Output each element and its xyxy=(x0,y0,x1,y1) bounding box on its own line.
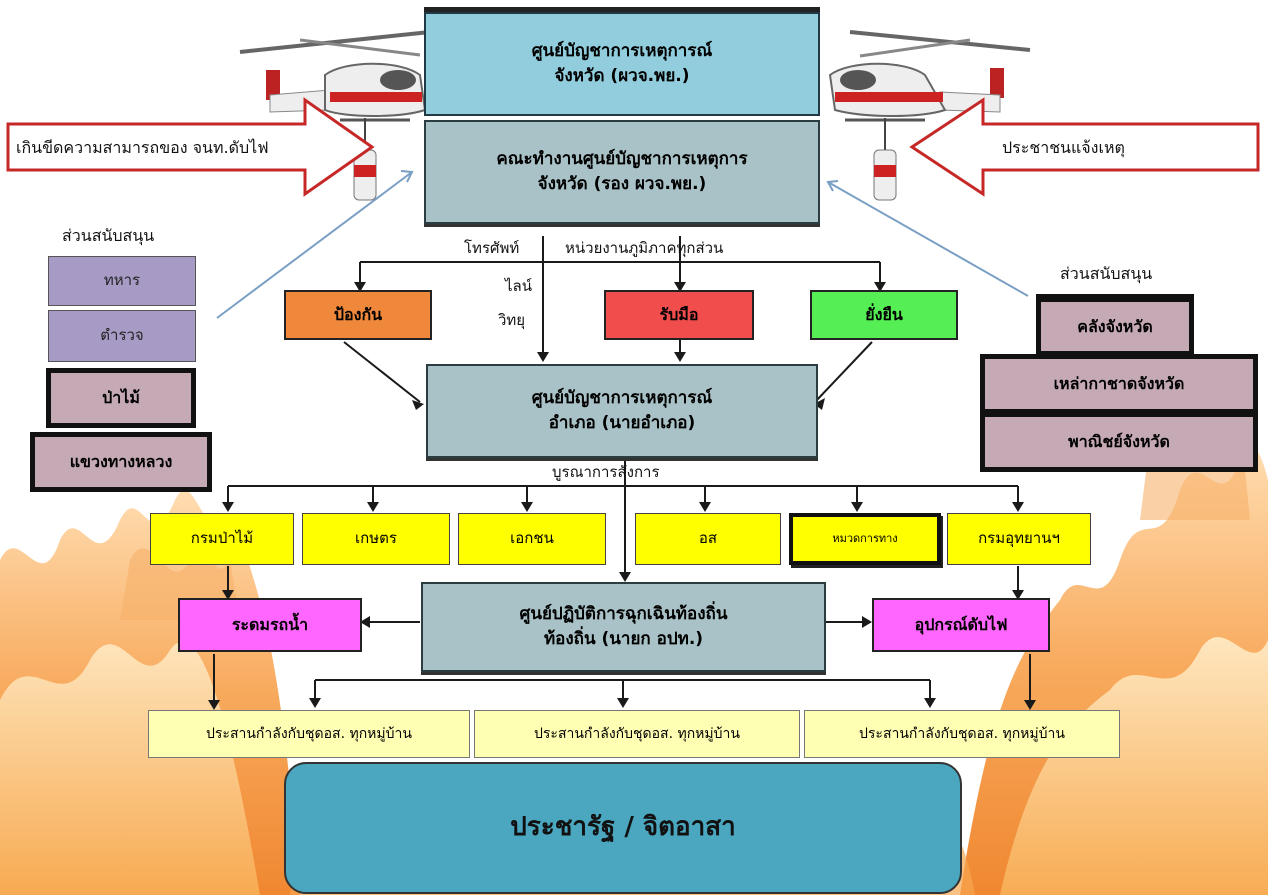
support-left-title: ส่วนสนับสนุน xyxy=(62,226,155,245)
connector-lines xyxy=(213,236,1031,706)
agency-volunteer-defense: อส xyxy=(635,513,781,565)
left-arrow-label: เกินขีดความสามารถของ จนท.ดับไฟ xyxy=(16,138,269,157)
support-military: ทหาร xyxy=(48,256,196,306)
channel-phone: โทรศัพท์ xyxy=(464,239,520,257)
channel-radio: วิทยุ xyxy=(498,311,526,329)
water-truck-box: ระดมรถน้ำ xyxy=(178,598,362,652)
agency-national-parks: กรมอุทยานฯ xyxy=(947,513,1091,565)
integration-label: บูรณาการสั่งการ xyxy=(552,463,660,481)
provincial-command-box: ศูนย์บัญชาการเหตุการณ์ จังหวัด (ผวจ.พย.) xyxy=(424,12,820,116)
regional-label: หน่วยงานภูมิภาคทุกส่วน xyxy=(565,239,724,257)
phase-respond: รับมือ xyxy=(604,290,754,340)
support-police: ตำรวจ xyxy=(48,310,196,362)
right-input-arrow xyxy=(909,97,1260,197)
support-highway: แขวงทางหลวง xyxy=(30,432,212,492)
working-group-box: คณะทำงานศูนย์บัญชาการเหตุการ จังหวัด (รอ… xyxy=(424,120,820,224)
phase-prevent: ป้องกัน xyxy=(284,290,432,340)
support-red-cross: เหล่ากาชาดจังหวัด xyxy=(980,354,1258,414)
agency-forestry: กรมป่าไม้ xyxy=(150,513,294,565)
helicopter-right xyxy=(828,30,1031,201)
district-command-box: ศูนย์บัญชาการเหตุการณ์ อำเภอ (นายอำเภอ) xyxy=(426,364,818,458)
local-emergency-center-box: ศูนย์ปฏิบัติการฉุกเฉินท้องถิ่น ท้องถิ่น … xyxy=(421,582,826,672)
coordination-box-3: ประสานกำลังกับชุดอส. ทุกหมู่บ้าน xyxy=(804,710,1120,758)
coordination-box-1: ประสานกำลังกับชุดอส. ทุกหมู่บ้าน xyxy=(148,710,470,758)
support-forestry: ป่าไม้ xyxy=(46,368,196,428)
support-right-title: ส่วนสนับสนุน xyxy=(1060,264,1153,283)
fire-equipment-box: อุปกรณ์ดับไฟ xyxy=(872,598,1050,652)
civil-state-volunteer-box: ประชารัฐ / จิตอาสา xyxy=(284,762,962,894)
phase-sustain: ยั่งยืน xyxy=(810,290,958,340)
support-provincial-treasury: คลังจังหวัด xyxy=(1036,294,1194,356)
agency-highway-unit: หมวดการทาง xyxy=(789,513,941,565)
left-input-arrow xyxy=(6,97,375,197)
support-commerce: พาณิชย์จังหวัด xyxy=(980,412,1258,472)
coordination-box-2: ประสานกำลังกับชุดอส. ทุกหมู่บ้าน xyxy=(474,710,800,758)
agency-agriculture: เกษตร xyxy=(302,513,450,565)
right-arrow-label: ประชาชนแจ้งเหตุ xyxy=(1002,138,1125,157)
helicopter-left xyxy=(239,30,431,201)
arrowheads xyxy=(208,282,1036,710)
channel-line: ไลน์ xyxy=(505,277,532,295)
agency-private: เอกชน xyxy=(458,513,606,565)
